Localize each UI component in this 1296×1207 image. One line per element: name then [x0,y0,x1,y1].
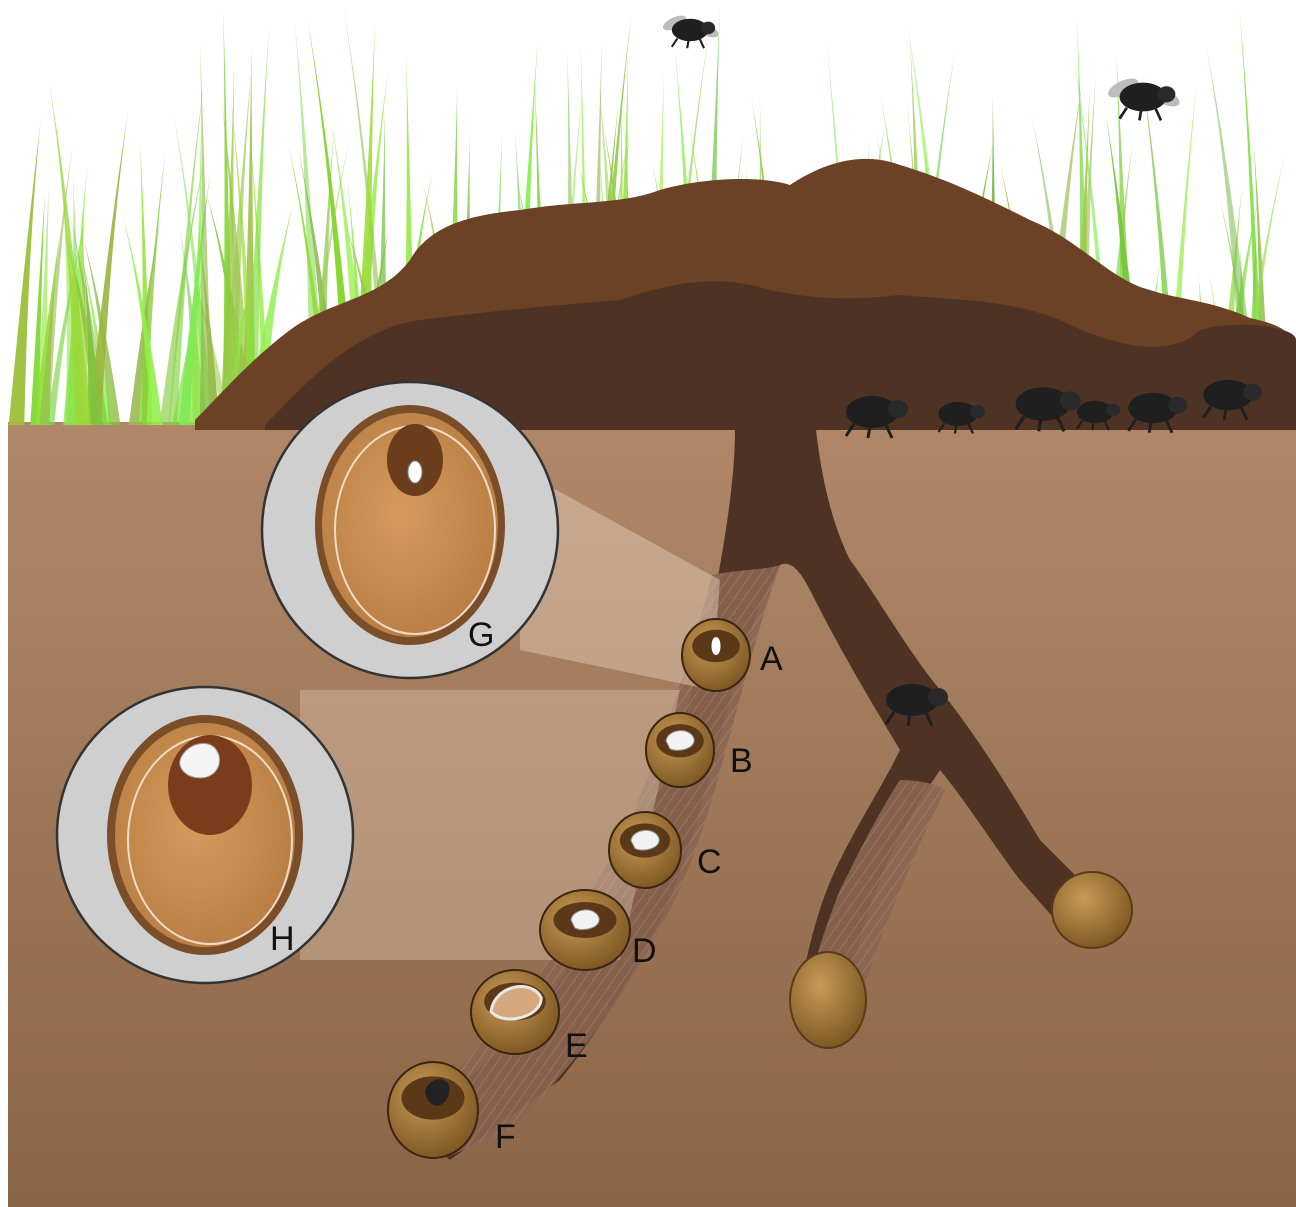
larva-icon [666,731,694,751]
label-d: D [632,932,657,970]
brood-ball-end-right [1052,872,1132,948]
brood-chamber-a [682,619,750,691]
larva-icon [631,830,659,850]
brood-chamber-f [388,1062,478,1158]
egg-icon [712,637,721,655]
egg-icon [408,461,422,483]
label-a: A [760,640,783,678]
brood-chamber-c [609,812,681,888]
larva-icon [571,910,599,930]
label-e: E [565,1027,588,1065]
label-h: H [270,920,295,958]
inset-h [57,687,353,983]
label-b: B [730,742,753,780]
brood-chamber-d [540,890,630,970]
label-f: F [495,1118,516,1156]
label-g: G [468,616,494,654]
brood-chamber-e [471,970,559,1054]
brood-chamber-b [646,713,714,787]
brood-ball-end-left [790,952,866,1048]
label-c: C [697,843,722,881]
inset-g [262,382,558,678]
